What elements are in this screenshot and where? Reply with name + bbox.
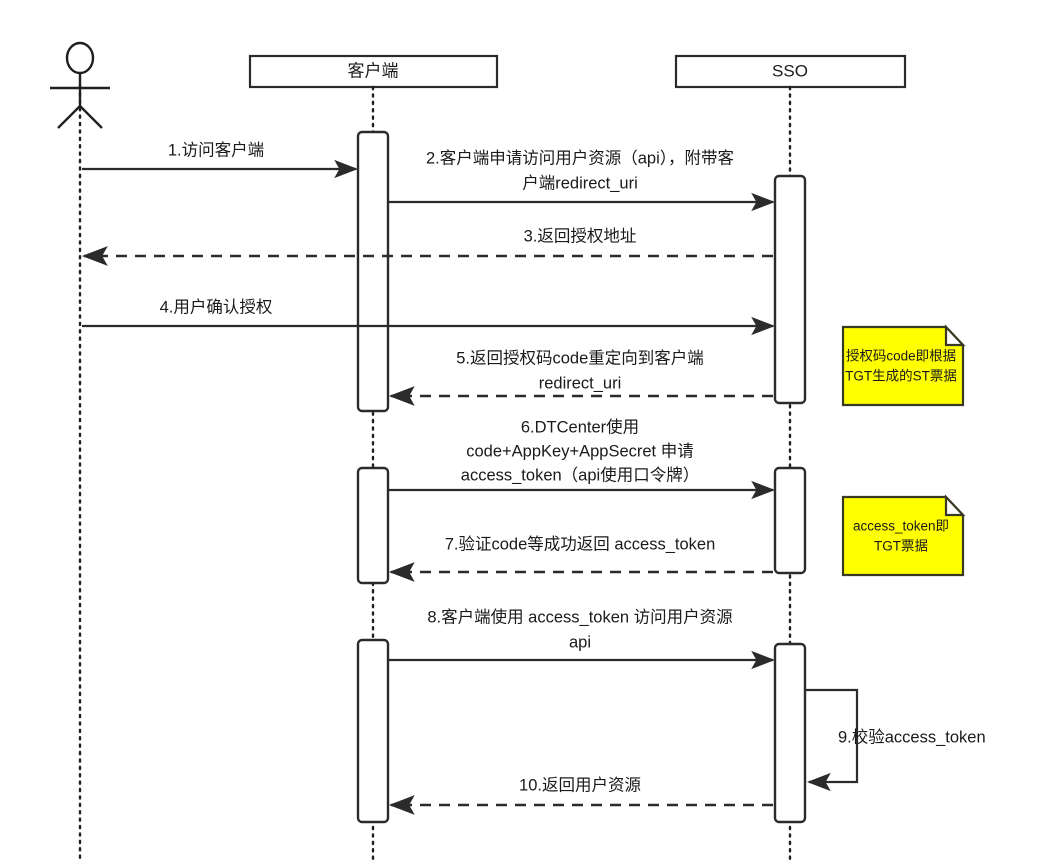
- note-token-fold-icon: [944, 494, 966, 517]
- note-token[interactable]: access_token即 TGT票据: [841, 494, 966, 577]
- note-code-body: [841, 325, 965, 407]
- message-8-label-line-2: api: [569, 633, 591, 651]
- note-token-line-2: TGT票据: [874, 539, 928, 554]
- message-2-label-line-2: 户端redirect_uri: [522, 173, 638, 192]
- note-code-fold-icon: [944, 324, 966, 347]
- message-3-label-line-1: 3.返回授权地址: [524, 226, 637, 245]
- message-3[interactable]: 3.返回授权地址: [81, 226, 773, 266]
- message-1-label-line-1: 1.访问客户端: [168, 140, 264, 159]
- client-header-label: 客户端: [348, 61, 399, 80]
- message-4-label-line-1: 4.用户确认授权: [160, 297, 273, 316]
- activation-client-2: [356, 466, 390, 585]
- note-token-line-1: access_token即: [853, 519, 949, 534]
- sso-header-box[interactable]: [674, 54, 907, 89]
- message-7-label-line-1: 7.验证code等成功返回 access_token: [445, 534, 716, 553]
- participant-client[interactable]: 客户端: [248, 54, 499, 89]
- message-5[interactable]: 5.返回授权码code重定向到客户端 redirect_uri: [388, 348, 773, 406]
- message-10-label-line-1: 10.返回用户资源: [519, 775, 641, 794]
- activation-client-1: [356, 130, 390, 413]
- message-8[interactable]: 8.客户端使用 access_token 访问用户资源 api: [389, 607, 775, 670]
- message-9-label-line-1: 9.校验access_token: [838, 727, 986, 746]
- message-6-label-line-1: 6.DTCenter使用: [521, 417, 639, 436]
- message-7[interactable]: 7.验证code等成功返回 access_token: [388, 534, 773, 582]
- participant-sso[interactable]: SSO: [674, 54, 907, 89]
- note-code-line-1: 授权码code即根据: [846, 348, 956, 364]
- message-6-label-line-3: access_token（api使用口令牌）: [461, 465, 699, 484]
- message-4[interactable]: 4.用户确认授权: [82, 297, 775, 336]
- actor-leg-left: [57, 105, 81, 129]
- note-code-line-2: TGT生成的ST票据: [845, 369, 957, 384]
- message-9[interactable]: 9.校验access_token: [806, 688, 986, 792]
- message-8-label-line-1: 8.客户端使用 access_token 访问用户资源: [427, 607, 732, 626]
- activation-sso-3: [773, 642, 807, 824]
- message-6-label-line-2: code+AppKey+AppSecret 申请: [466, 441, 693, 460]
- note-code[interactable]: 授权码code即根据 TGT生成的ST票据: [841, 324, 966, 407]
- message-5-label-line-2: redirect_uri: [539, 374, 622, 392]
- client-header-box[interactable]: [248, 54, 499, 89]
- message-2-label-line-1: 2.客户端申请访问用户资源（api），附带客: [426, 148, 734, 167]
- message-2[interactable]: 2.客户端申请访问用户资源（api），附带客 户端redirect_uri: [389, 148, 775, 212]
- activation-sso-2: [773, 466, 807, 575]
- actor-leg-right: [79, 105, 103, 129]
- message-5-label-line-1: 5.返回授权码code重定向到客户端: [456, 348, 704, 367]
- message-1[interactable]: 1.访问客户端: [82, 140, 358, 179]
- message-10[interactable]: 10.返回用户资源: [388, 775, 773, 815]
- message-9-arrow: [806, 688, 859, 792]
- activation-client-3: [356, 638, 390, 824]
- activation-sso-1: [773, 174, 807, 405]
- message-6[interactable]: 6.DTCenter使用 code+AppKey+AppSecret 申请 ac…: [389, 417, 775, 500]
- note-token-body: [841, 495, 965, 577]
- actor-head-icon: [65, 41, 95, 75]
- sso-header-label: SSO: [772, 61, 808, 80]
